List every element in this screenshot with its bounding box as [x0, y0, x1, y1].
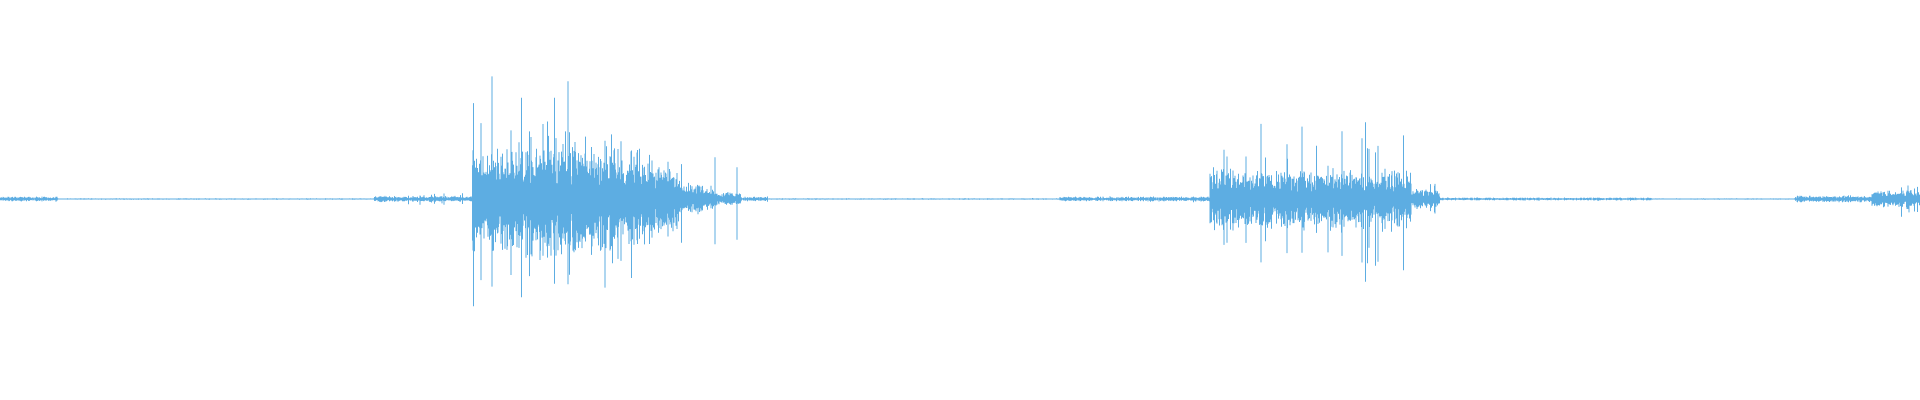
waveform-trace	[0, 76, 1920, 307]
